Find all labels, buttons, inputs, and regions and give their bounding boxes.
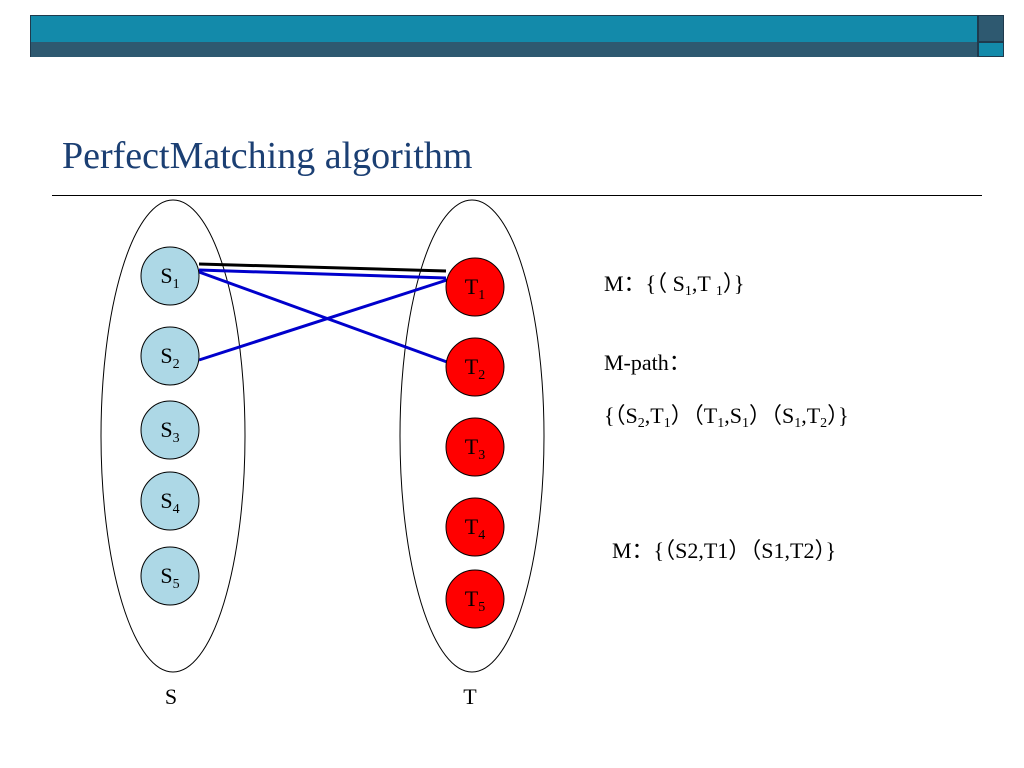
m-path-p2: ）（T bbox=[670, 403, 718, 428]
node-t4-base: T bbox=[465, 514, 479, 539]
edge-s1-t2-blue bbox=[198, 270, 448, 364]
node-s1-base: S bbox=[160, 263, 172, 288]
svg-text:T4: T4 bbox=[465, 514, 485, 543]
node-t2: T2 bbox=[445, 337, 505, 397]
svg-text:S4: S4 bbox=[160, 488, 179, 517]
initial-matching-text: M：{（ S1,T 1）} bbox=[604, 266, 744, 300]
m-path-t1a-sub: 1 bbox=[663, 416, 671, 431]
slide-title: PerfectMatching algorithm bbox=[62, 135, 473, 177]
m-path-p4: ）（S bbox=[748, 403, 795, 428]
m-path-t2-sub: 2 bbox=[820, 416, 828, 431]
m-path-p5: ,T bbox=[801, 403, 821, 428]
node-t3-sub: 3 bbox=[478, 448, 485, 463]
m-path-label: M-path： bbox=[604, 350, 691, 375]
m-path-p1: ,T bbox=[644, 403, 664, 428]
node-s5-base: S bbox=[160, 563, 172, 588]
node-t2-sub: 2 bbox=[478, 368, 485, 383]
final-matching-text: M：{（S2,T1）（S1,T2）} bbox=[612, 538, 837, 563]
svg-text:S2: S2 bbox=[160, 343, 179, 372]
node-t4-sub: 4 bbox=[478, 528, 485, 543]
set-s-label: S bbox=[165, 684, 177, 709]
edge-s2-t1-blue bbox=[198, 278, 448, 362]
m-path-t1b-sub: 1 bbox=[717, 416, 725, 431]
header-stripe bbox=[31, 42, 977, 57]
node-s2-sub: 2 bbox=[173, 357, 180, 372]
header-corner-box-top bbox=[978, 15, 1004, 42]
node-s1-sub: 1 bbox=[173, 277, 180, 292]
svg-text:T5: T5 bbox=[465, 586, 485, 615]
set-s-ellipse bbox=[100, 199, 246, 673]
node-s3-base: S bbox=[160, 417, 172, 442]
node-t1-base: T bbox=[465, 274, 479, 299]
node-s1: S1 bbox=[140, 246, 200, 306]
header-corner-box-bottom bbox=[978, 42, 1004, 57]
initial-matching-suffix: ）} bbox=[722, 271, 745, 296]
initial-matching-t-sub: 1 bbox=[715, 284, 723, 299]
initial-matching-prefix: M：{（ S bbox=[604, 271, 685, 296]
svg-text:S3: S3 bbox=[160, 417, 179, 446]
node-t2-base: T bbox=[465, 354, 479, 379]
svg-text:S5: S5 bbox=[160, 563, 179, 592]
svg-text:T2: T2 bbox=[465, 354, 485, 383]
node-t5: T5 bbox=[445, 569, 505, 629]
node-t5-base: T bbox=[465, 586, 479, 611]
m-path-s1b-sub: 1 bbox=[794, 416, 802, 431]
svg-text:S1: S1 bbox=[160, 263, 179, 292]
m-path-s2-sub: 2 bbox=[637, 416, 645, 431]
node-t4: T4 bbox=[445, 497, 505, 557]
svg-text:T1: T1 bbox=[465, 274, 485, 303]
node-t1: T1 bbox=[445, 257, 505, 317]
node-t1-sub: 1 bbox=[478, 288, 485, 303]
initial-matching-s-sub: 1 bbox=[684, 284, 692, 299]
edge-s1-t1-blue bbox=[198, 268, 447, 280]
node-t3-base: T bbox=[465, 434, 479, 459]
node-s3-sub: 3 bbox=[173, 431, 180, 446]
m-path-s1a-sub: 1 bbox=[741, 416, 749, 431]
node-t5-sub: 5 bbox=[478, 600, 485, 615]
node-s5-sub: 5 bbox=[173, 577, 180, 592]
edge-s1-t1-black bbox=[198, 262, 447, 273]
node-s4-sub: 4 bbox=[173, 502, 180, 517]
set-t-ellipse bbox=[399, 199, 545, 673]
m-path-close: ）} bbox=[827, 403, 849, 428]
header-bar bbox=[30, 15, 978, 57]
m-path-open: {（S bbox=[604, 403, 638, 428]
set-t-label: T bbox=[463, 684, 477, 709]
node-s2: S2 bbox=[140, 326, 200, 386]
m-path-p3: ,S bbox=[724, 403, 742, 428]
node-s2-base: S bbox=[160, 343, 172, 368]
node-s3: S3 bbox=[140, 400, 200, 460]
node-t3: T3 bbox=[445, 417, 505, 477]
title-divider bbox=[52, 195, 982, 196]
node-s4: S4 bbox=[140, 471, 200, 531]
node-s5: S5 bbox=[140, 546, 200, 606]
svg-text:T3: T3 bbox=[465, 434, 485, 463]
node-s4-base: S bbox=[160, 488, 172, 513]
m-path-sequence: {（S2,T1）（T1,S1）（S1,T2）} bbox=[604, 398, 849, 432]
initial-matching-mid: ,T bbox=[691, 271, 716, 296]
